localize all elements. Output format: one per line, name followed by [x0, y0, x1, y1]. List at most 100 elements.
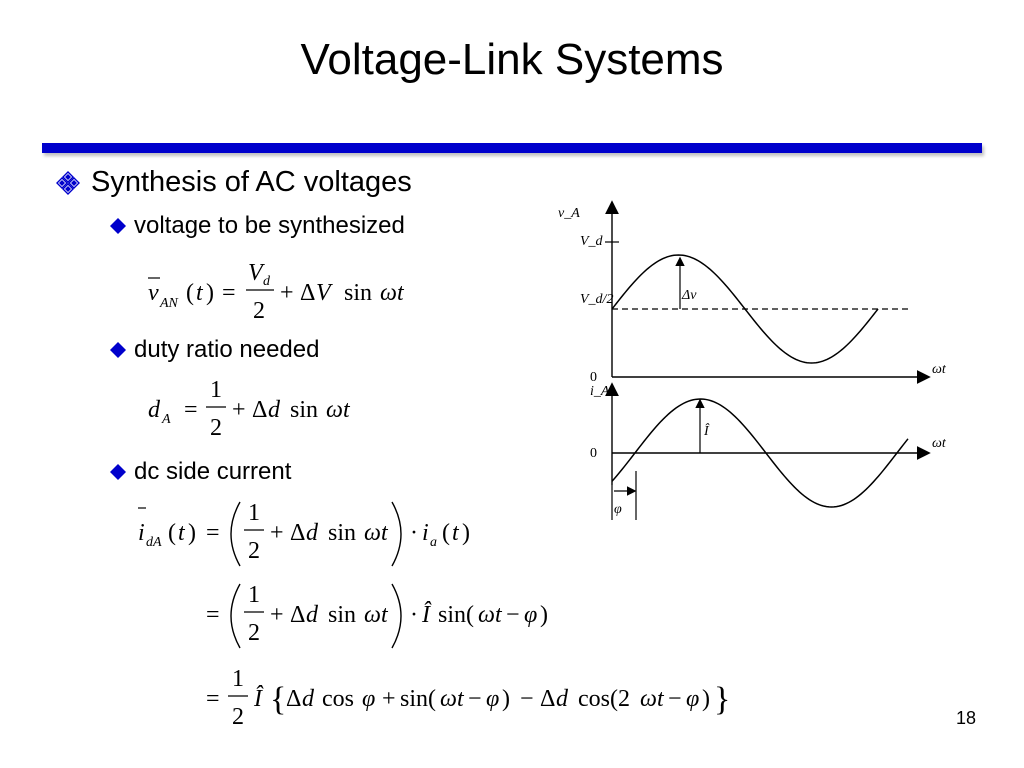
svg-text:2: 2: [248, 538, 260, 564]
svg-text:φ: φ: [686, 686, 699, 712]
svg-text:d: d: [148, 397, 161, 423]
svg-text:1: 1: [248, 582, 260, 608]
svg-text:d: d: [306, 520, 319, 546]
svg-text:φ: φ: [486, 686, 499, 712]
bullet-voltage: voltage to be synthesized: [110, 212, 405, 240]
svg-text:ωt: ωt: [364, 602, 389, 628]
svg-text:t: t: [196, 280, 204, 306]
svg-text:): ): [206, 280, 214, 306]
waveform-figure: v_A V_d V_d/2 Δv 0 ωt i_A 0 Î ωt φ: [558, 200, 947, 520]
svg-text:sin: sin: [328, 602, 356, 628]
svg-text:−: −: [668, 686, 682, 712]
svg-text:{: {: [270, 681, 286, 718]
svg-text:−: −: [468, 686, 482, 712]
svg-text:+: +: [270, 602, 284, 628]
bullet-sub1-text: voltage to be synthesized: [134, 212, 405, 239]
svg-text:d: d: [556, 686, 569, 712]
svg-text:(: (: [442, 520, 450, 546]
svg-text:·: ·: [410, 520, 418, 546]
bullet-sub2-text: duty ratio needed: [134, 336, 320, 363]
svg-text:(: (: [168, 520, 176, 546]
bullet-duty: duty ratio needed: [110, 336, 319, 364]
svg-text:Δ: Δ: [300, 280, 315, 306]
svg-text:d: d: [306, 602, 319, 628]
top-mid-label: V_d/2: [580, 292, 613, 307]
svg-text:): ): [502, 686, 510, 712]
svg-text:V: V: [316, 280, 333, 306]
svg-text:+: +: [232, 397, 246, 423]
svg-text:A: A: [161, 412, 171, 427]
svg-text:Δ: Δ: [290, 520, 305, 546]
svg-text:ωt: ωt: [440, 686, 465, 712]
svg-text:+: +: [382, 686, 396, 712]
four-diamond-bullet-icon: [56, 170, 80, 195]
top-x-label: ωt: [932, 362, 947, 377]
svg-text:(: (: [186, 280, 194, 306]
svg-text:=: =: [222, 280, 236, 306]
bullet-main-text: Synthesis of AC voltages: [91, 166, 412, 198]
diamond-bullet-icon: [110, 218, 126, 234]
equation-dc-current: i dA ( t ) = 1 2 + Δ d sin ωt · i a ( t …: [138, 500, 730, 730]
svg-text:ωt: ωt: [640, 686, 665, 712]
svg-text:t: t: [178, 520, 186, 546]
top-zero-label: 0: [590, 370, 597, 385]
svg-text:v: v: [148, 280, 159, 306]
bottom-x-label: ωt: [932, 436, 947, 451]
svg-text:sin: sin: [328, 520, 356, 546]
svg-text:=: =: [206, 686, 220, 712]
svg-text:Î: Î: [253, 686, 264, 712]
svg-text:i: i: [138, 520, 145, 546]
svg-text:1: 1: [248, 500, 260, 526]
svg-text:}: }: [714, 681, 730, 718]
svg-text:): ): [540, 602, 548, 628]
svg-text:2: 2: [253, 298, 265, 324]
svg-text:φ: φ: [524, 602, 537, 628]
svg-text:): ): [702, 686, 710, 712]
bottom-zero-label: 0: [590, 446, 597, 461]
svg-text:1: 1: [232, 666, 244, 692]
diamond-bullet-icon: [110, 464, 126, 480]
svg-text:=: =: [206, 602, 220, 628]
svg-text:d: d: [263, 274, 271, 289]
svg-text:ωt: ωt: [326, 397, 351, 423]
page-number: 18: [955, 708, 976, 728]
bottom-peak-label: Î: [703, 422, 710, 439]
svg-text:−: −: [506, 602, 520, 628]
svg-text:cos: cos: [322, 686, 354, 712]
svg-text:Δ: Δ: [290, 602, 305, 628]
svg-text:AN: AN: [159, 296, 179, 311]
bullet-sub3-text: dc side current: [134, 458, 292, 485]
svg-text:2: 2: [210, 415, 222, 441]
top-sine-wave: [611, 254, 879, 364]
svg-text:): ): [188, 520, 196, 546]
svg-text:ωt: ωt: [478, 602, 503, 628]
svg-text:Δ: Δ: [540, 686, 555, 712]
svg-text:ωt: ωt: [380, 280, 405, 306]
svg-text:2: 2: [248, 620, 260, 646]
svg-text:t: t: [452, 520, 460, 546]
svg-text:i: i: [422, 520, 429, 546]
svg-text:d: d: [302, 686, 315, 712]
equation-duty: d A = 1 2 + Δ d sin ωt: [148, 377, 351, 441]
svg-text:+: +: [270, 520, 284, 546]
phase-label: φ: [614, 502, 622, 517]
top-delta-label: Δv: [681, 288, 697, 303]
svg-text:sin: sin: [290, 397, 318, 423]
slide-title: Voltage-Link Systems: [300, 35, 724, 84]
svg-text:=: =: [184, 397, 198, 423]
svg-text:Δ: Δ: [286, 686, 301, 712]
svg-text:d: d: [268, 397, 281, 423]
bottom-sine-wave: [611, 398, 909, 508]
svg-text:2: 2: [232, 704, 244, 730]
bullet-synthesis: Synthesis of AC voltages: [55, 166, 412, 199]
top-axis-label: v_A: [558, 206, 580, 221]
svg-text:−: −: [520, 686, 534, 712]
svg-text:sin: sin: [344, 280, 372, 306]
svg-text:1: 1: [210, 377, 222, 403]
svg-text:): ): [462, 520, 470, 546]
svg-text:V: V: [248, 260, 265, 286]
title-rule: [42, 143, 982, 153]
top-peak-label: V_d: [580, 234, 604, 249]
svg-text:ωt: ωt: [364, 520, 389, 546]
svg-text:·: ·: [410, 602, 418, 628]
